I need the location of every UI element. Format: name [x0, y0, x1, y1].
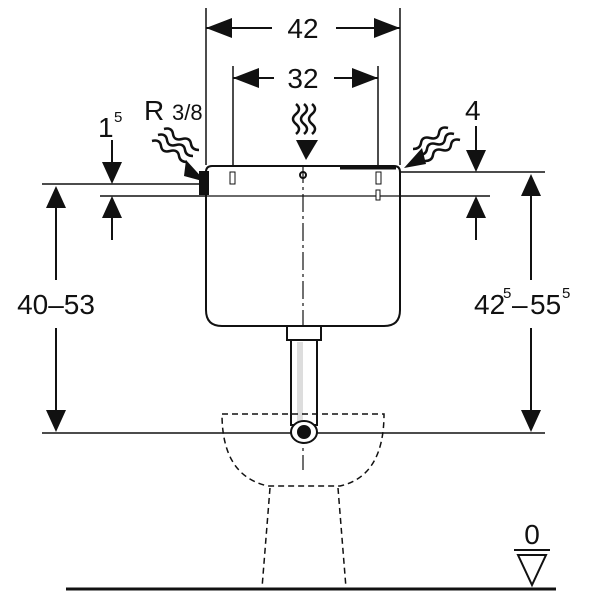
water-inlet-arrow-right	[404, 126, 461, 168]
height-dimension-right	[521, 174, 541, 432]
height-right-label-b: 55	[530, 289, 561, 320]
offset-left-arrows	[102, 140, 122, 240]
height-right-sup-a: 5	[503, 285, 511, 302]
height-right-sup-b: 5	[562, 285, 570, 302]
spacing-label: 32	[287, 63, 318, 94]
height-left-label: 40–53	[17, 289, 95, 320]
thread-fraction: 3/8	[172, 100, 203, 125]
flush-pipe	[286, 325, 322, 444]
water-inlet-arrow-left	[151, 127, 206, 182]
floor-level-marker	[514, 549, 550, 588]
height-right-separator: –	[512, 289, 528, 320]
offset-left-label: 1	[98, 112, 114, 143]
thread-prefix: R	[144, 95, 164, 126]
width-dimension-42	[205, 8, 401, 165]
height-dimension-left	[46, 186, 66, 432]
offset-right-label: 4	[465, 95, 481, 126]
offset-left-superscript: 5	[114, 109, 122, 126]
water-inlet-arrow-top	[291, 103, 318, 160]
spacing-dimension-32	[232, 66, 379, 186]
width-label: 42	[287, 13, 318, 44]
toilet-bowl	[221, 413, 385, 589]
offset-right-arrows	[466, 126, 486, 240]
height-right-label: 42	[474, 289, 505, 320]
cistern-body	[199, 165, 401, 327]
floor-level-label: 0	[524, 519, 540, 550]
